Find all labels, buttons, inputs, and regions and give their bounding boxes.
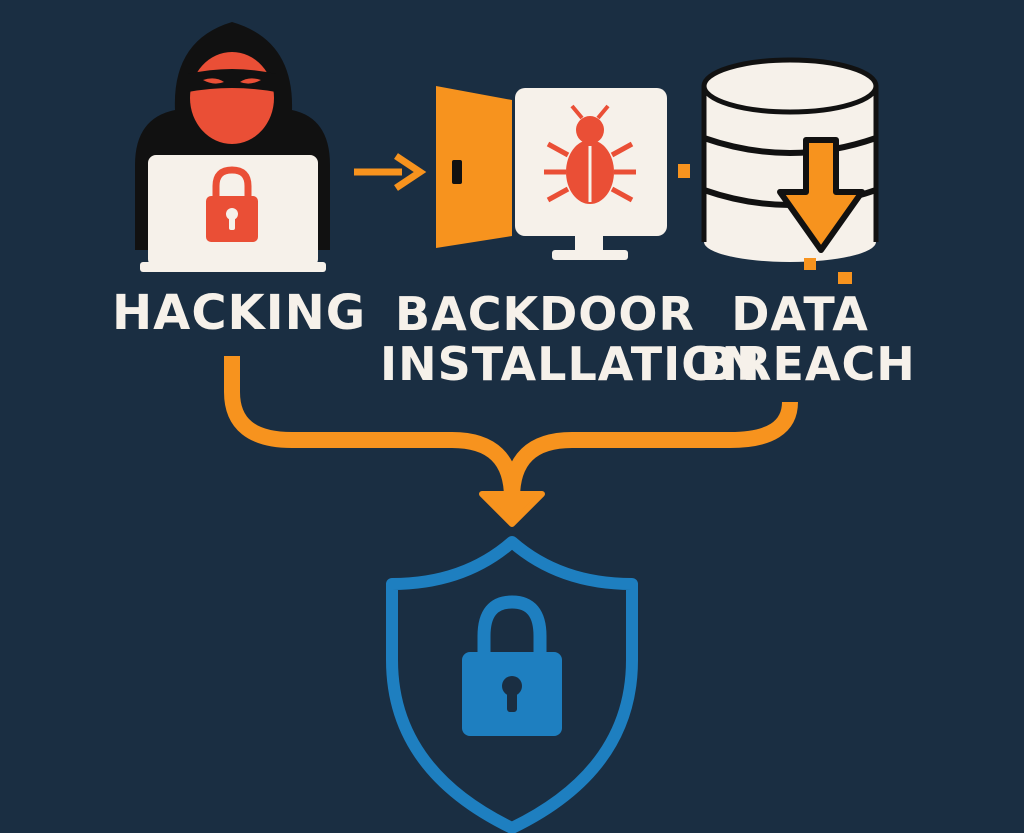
bug-icon [544,104,636,204]
door-icon [436,86,512,248]
database-icon [701,57,879,262]
arrow-to-backdoor [354,153,427,191]
connector-dash [678,164,690,178]
step-label-breach-line2: BREACH [700,336,916,391]
step-label-backdoor-line1: BACKDOOR [395,287,695,341]
step-label-hacking: HACKING [112,285,367,341]
step-label-backdoor: BACKDOOR INSTALLATION [380,287,761,391]
padlock-icon [206,166,258,242]
download-arrow-icon [777,137,865,284]
shield-lock-icon [386,536,638,833]
converge-arrows [224,356,798,527]
step-label-backdoor-line2: INSTALLATION [380,336,761,391]
step-label-breach: DATA BREACH [700,287,916,391]
step-label-breach-line1: DATA [731,287,869,341]
step-label-hacking-line1: HACKING [112,285,367,341]
